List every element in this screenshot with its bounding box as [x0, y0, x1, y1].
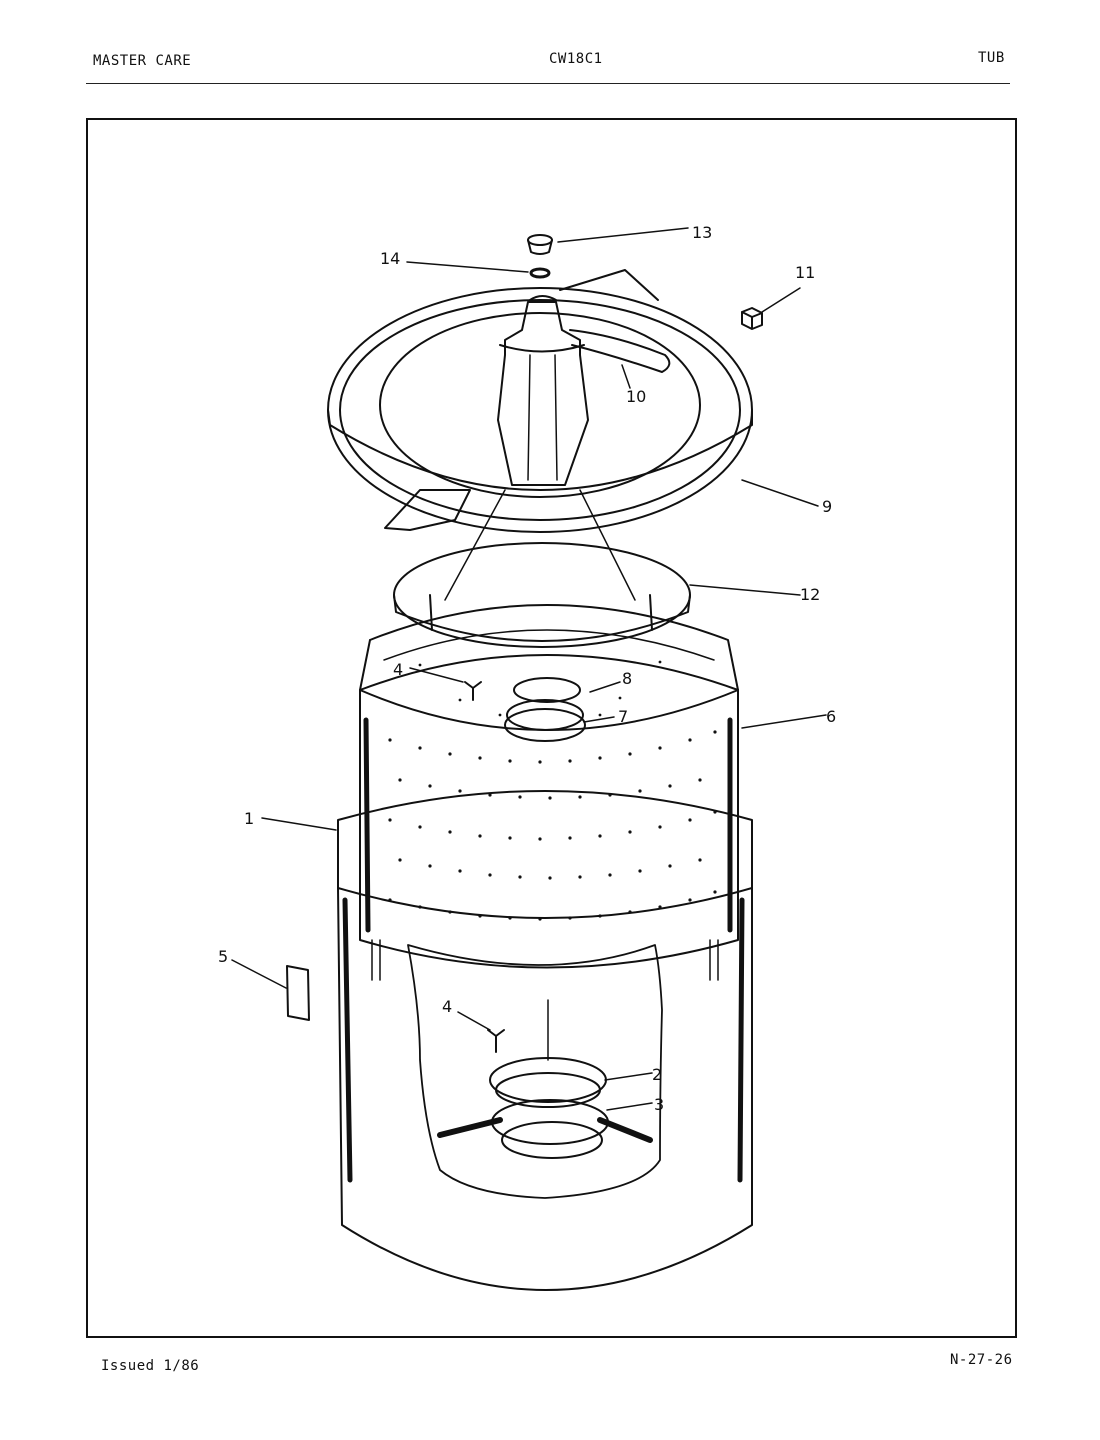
callout-7: 7	[618, 707, 628, 726]
callout-5: 5	[218, 947, 228, 966]
tub-ring-part	[327, 269, 753, 533]
cap-part	[527, 234, 553, 255]
callout-14: 14	[380, 249, 400, 268]
header-rule	[86, 83, 1010, 84]
footer-issued: Issued 1/86	[101, 1358, 200, 1374]
small-part-11	[741, 307, 763, 330]
callout-9: 9	[822, 497, 832, 516]
callout-4-lower: 4	[442, 997, 452, 1016]
outer-tub-part	[337, 790, 753, 1291]
callout-2: 2	[652, 1065, 662, 1084]
callout-11: 11	[795, 263, 815, 282]
footer-page-code: N-27-26	[950, 1352, 1013, 1368]
callout-6: 6	[826, 707, 836, 726]
diagram-frame	[86, 118, 1017, 1338]
agitator-part	[444, 295, 671, 601]
baffle-part	[393, 542, 691, 648]
callout-13: 13	[692, 223, 712, 242]
basket-perforations	[388, 660, 717, 921]
washer-part	[529, 267, 551, 279]
leader-lines	[231, 227, 827, 1111]
label-plate-part	[286, 965, 310, 1021]
callout-4-upper: 4	[393, 660, 403, 679]
callout-8: 8	[622, 669, 632, 688]
header-brand: MASTER CARE	[93, 53, 192, 69]
basket-hub-part	[504, 677, 586, 742]
header-section: TUB	[978, 50, 1005, 66]
callout-1: 1	[244, 809, 254, 828]
callout-10: 10	[626, 387, 646, 406]
callout-12-label: 12	[800, 585, 820, 604]
bolt-part	[464, 681, 505, 1053]
callout-3: 3	[654, 1095, 664, 1114]
header-model: CW18C1	[549, 51, 603, 67]
tub-hub-part	[489, 999, 609, 1159]
spin-basket-part	[359, 604, 739, 969]
callout-labels: 13 14 11 10 9 12 12 4 8 7 6 1 5 4 2 3	[218, 223, 836, 1114]
